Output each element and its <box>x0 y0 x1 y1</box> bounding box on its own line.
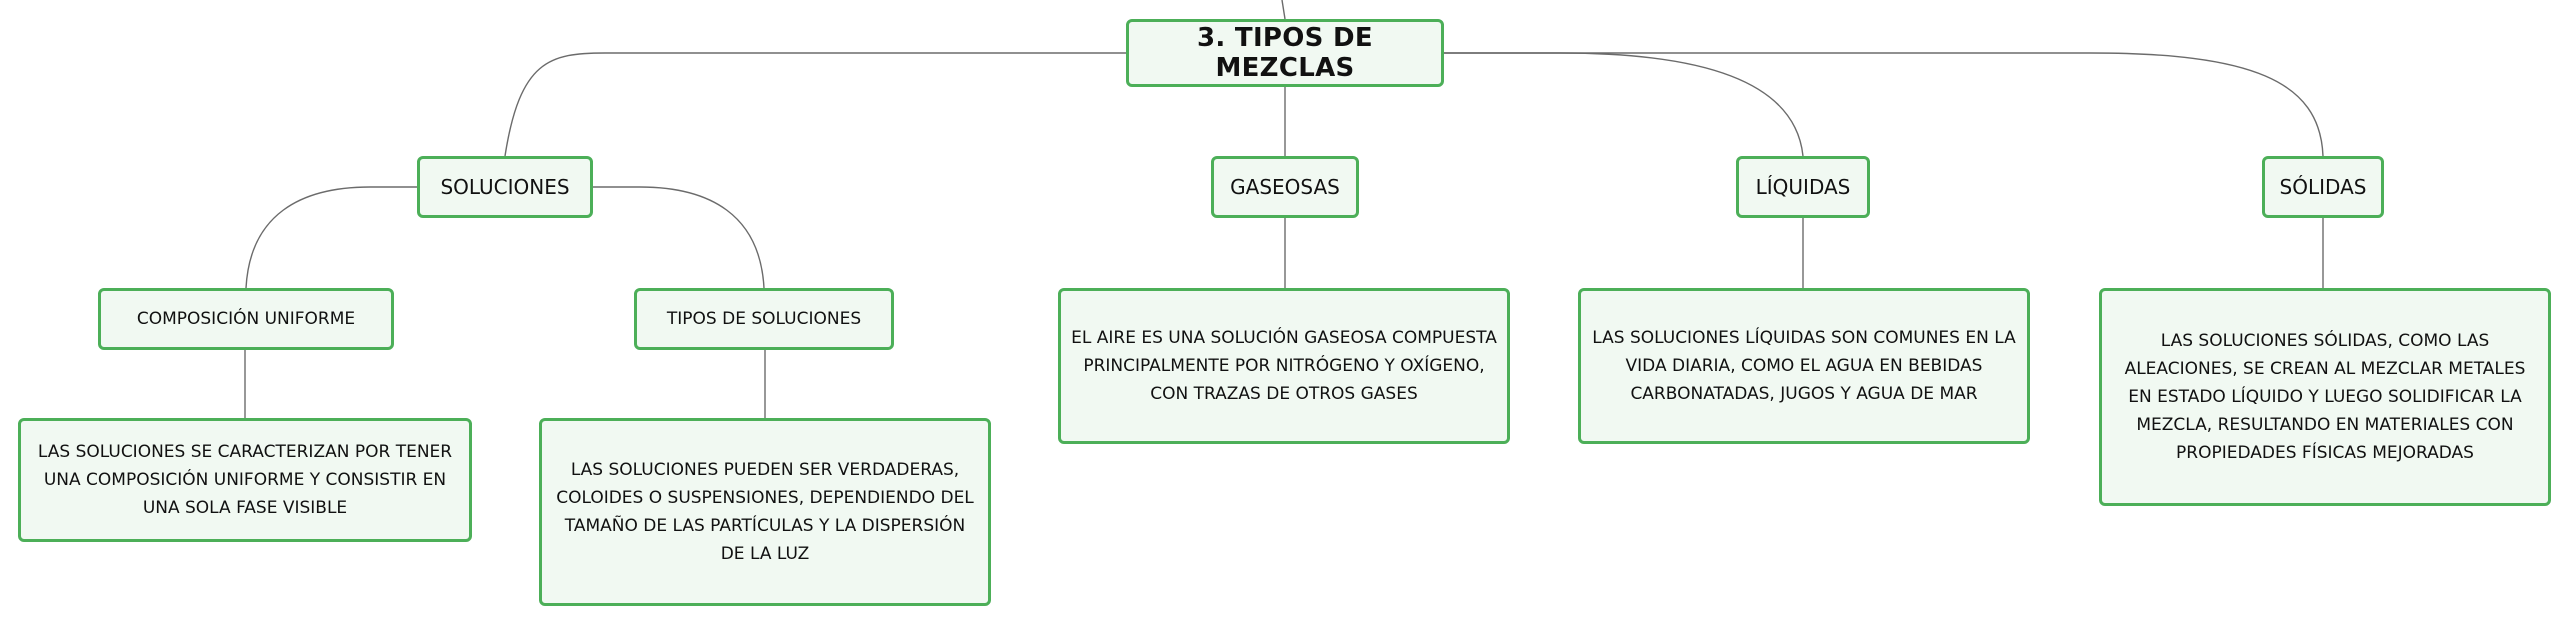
connector-root-liquidas <box>1444 52 1804 157</box>
node-soluciones-label: SOLUCIONES <box>440 175 570 199</box>
root-node-label: 3. TIPOS DE MEZCLAS <box>1196 23 1373 83</box>
node-liquidas[interactable]: LÍQUIDAS <box>1736 156 1870 218</box>
node-solidas-label: SÓLIDAS <box>2279 175 2367 199</box>
desc-solidas[interactable]: LAS SOLUCIONES SÓLIDAS, COMO LAS ALEACIO… <box>2099 288 2551 506</box>
connector-root-solidas <box>1444 52 2324 157</box>
desc-gaseosas-text: EL AIRE ES UNA SOLUCIÓN GASEOSA COMPUEST… <box>1071 328 1497 404</box>
node-solidas[interactable]: SÓLIDAS <box>2262 156 2384 218</box>
connector-soluciones-composicion <box>245 186 417 289</box>
node-tipos-de-soluciones-label: TIPOS DE SOLUCIONES <box>666 309 862 329</box>
connector-soluciones-tipos <box>593 186 765 289</box>
node-gaseosas-label: GASEOSAS <box>1230 175 1340 199</box>
node-composicion-uniforme[interactable]: COMPOSICIÓN UNIFORME <box>98 288 394 350</box>
node-liquidas-label: LÍQUIDAS <box>1755 175 1851 199</box>
node-tipos-de-soluciones[interactable]: TIPOS DE SOLUCIONES <box>634 288 894 350</box>
desc-liquidas[interactable]: LAS SOLUCIONES LÍQUIDAS SON COMUNES EN L… <box>1578 288 2030 444</box>
node-gaseosas[interactable]: GASEOSAS <box>1211 156 1359 218</box>
desc-composicion-uniforme[interactable]: LAS SOLUCIONES SE CARACTERIZAN POR TENER… <box>18 418 472 542</box>
desc-solidas-text: LAS SOLUCIONES SÓLIDAS, COMO LAS ALEACIO… <box>2124 331 2526 463</box>
node-composicion-uniforme-label: COMPOSICIÓN UNIFORME <box>136 309 356 329</box>
desc-gaseosas[interactable]: EL AIRE ES UNA SOLUCIÓN GASEOSA COMPUEST… <box>1058 288 1510 444</box>
connector-root-soluciones <box>504 52 1126 157</box>
root-node[interactable]: 3. TIPOS DE MEZCLAS <box>1126 19 1444 87</box>
desc-tipos-de-soluciones[interactable]: LAS SOLUCIONES PUEDEN SER VERDADERAS, CO… <box>539 418 991 606</box>
desc-tipos-de-soluciones-text: LAS SOLUCIONES PUEDEN SER VERDADERAS, CO… <box>556 460 974 564</box>
desc-composicion-uniforme-text: LAS SOLUCIONES SE CARACTERIZAN POR TENER… <box>37 442 453 518</box>
connector-root-parent <box>1281 0 1286 20</box>
desc-liquidas-text: LAS SOLUCIONES LÍQUIDAS SON COMUNES EN L… <box>1592 328 2016 404</box>
node-soluciones[interactable]: SOLUCIONES <box>417 156 593 218</box>
